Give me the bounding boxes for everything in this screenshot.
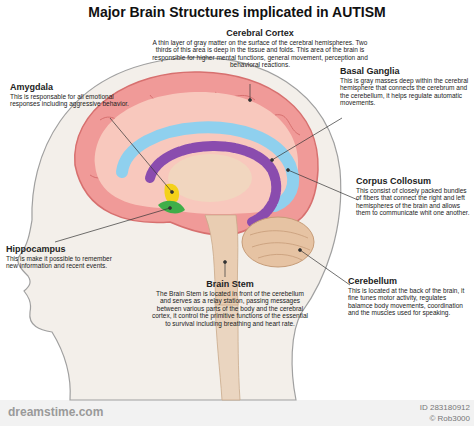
part-description: A thin layer of gray matter on the surfa… [150, 39, 370, 69]
hippocampus-shape [158, 201, 185, 214]
cerebellum [242, 217, 314, 267]
part-heading: Brain Stem [150, 279, 310, 289]
part-description: This is located at the back of the brain… [348, 287, 468, 317]
part-heading: Cerebellum [348, 276, 468, 286]
part-description: This is make it possible to remember new… [6, 255, 118, 270]
part-description: This is gray masses deep within the cere… [340, 77, 470, 107]
part-description: This is responsable for all emotional re… [10, 93, 140, 108]
copyright: © Rob3000 [330, 414, 470, 423]
head-profile [18, 57, 341, 400]
watermark-strip [0, 400, 474, 426]
part-description: The Brain Stem is located in front of th… [150, 290, 310, 327]
image-id: ID 283180912 [330, 403, 470, 412]
leader-lines [55, 84, 358, 285]
part-heading: Corpus Collosum [356, 176, 470, 186]
thalamus [168, 154, 252, 202]
part-heading: Hippocampus [6, 244, 118, 254]
part-description: This consist of closely packed bundles o… [356, 187, 470, 217]
part-heading: Basal Ganglia [340, 66, 470, 76]
watermark: dreamstime.com [8, 406, 158, 420]
diagram-title: Major Brain Structures implicated in AUT… [0, 4, 474, 20]
part-heading: Amygdala [10, 82, 140, 92]
cerebellum-folds [250, 231, 310, 260]
white-matter [95, 92, 298, 214]
basal-ganglia [150, 146, 276, 222]
amygdala-shape [164, 184, 179, 204]
part-heading: Cerebral Cortex [150, 28, 370, 38]
